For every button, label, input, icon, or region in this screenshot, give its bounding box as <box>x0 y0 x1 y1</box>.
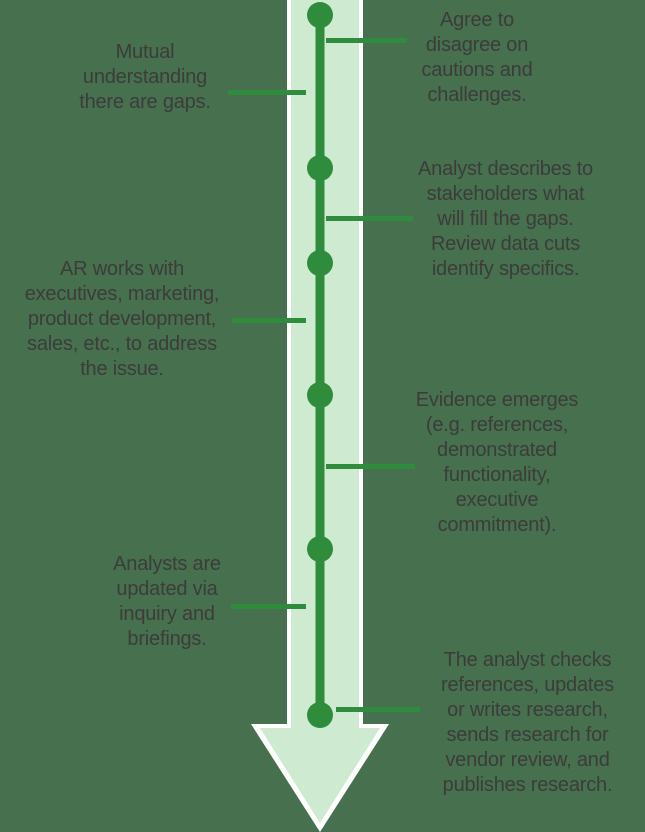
connector-line <box>232 318 306 323</box>
milestone-dot <box>307 2 333 28</box>
milestone-dot <box>307 702 333 728</box>
milestone-label-ar-works: AR works with executives, marketing, pro… <box>24 258 220 380</box>
connector-line <box>326 464 415 469</box>
milestone-dot <box>307 250 333 276</box>
milestone-label-evidence-emerges: Evidence emerges (e.g. references, demon… <box>415 389 579 536</box>
milestone-label-mutual-understanding: Mutual understanding there are gaps. <box>79 41 211 113</box>
connector-line <box>336 707 420 712</box>
milestone-label-agree-to-disagree: Agree to disagree on cautions and challe… <box>421 9 533 106</box>
connector-line <box>326 38 407 43</box>
milestone-dot <box>307 382 333 408</box>
connector-line <box>231 604 306 609</box>
connector-line <box>228 90 306 95</box>
connector-line <box>326 216 413 221</box>
milestone-label-analyst-checks: The analyst checks references, updates o… <box>441 649 614 796</box>
timeline-line <box>315 15 325 715</box>
milestone-label-analyst-describes: Analyst describes to stakeholders what w… <box>418 158 593 280</box>
milestone-dot <box>307 155 333 181</box>
milestone-dot <box>307 536 333 562</box>
milestone-label-analysts-updated: Analysts are updated via inquiry and bri… <box>113 553 221 650</box>
